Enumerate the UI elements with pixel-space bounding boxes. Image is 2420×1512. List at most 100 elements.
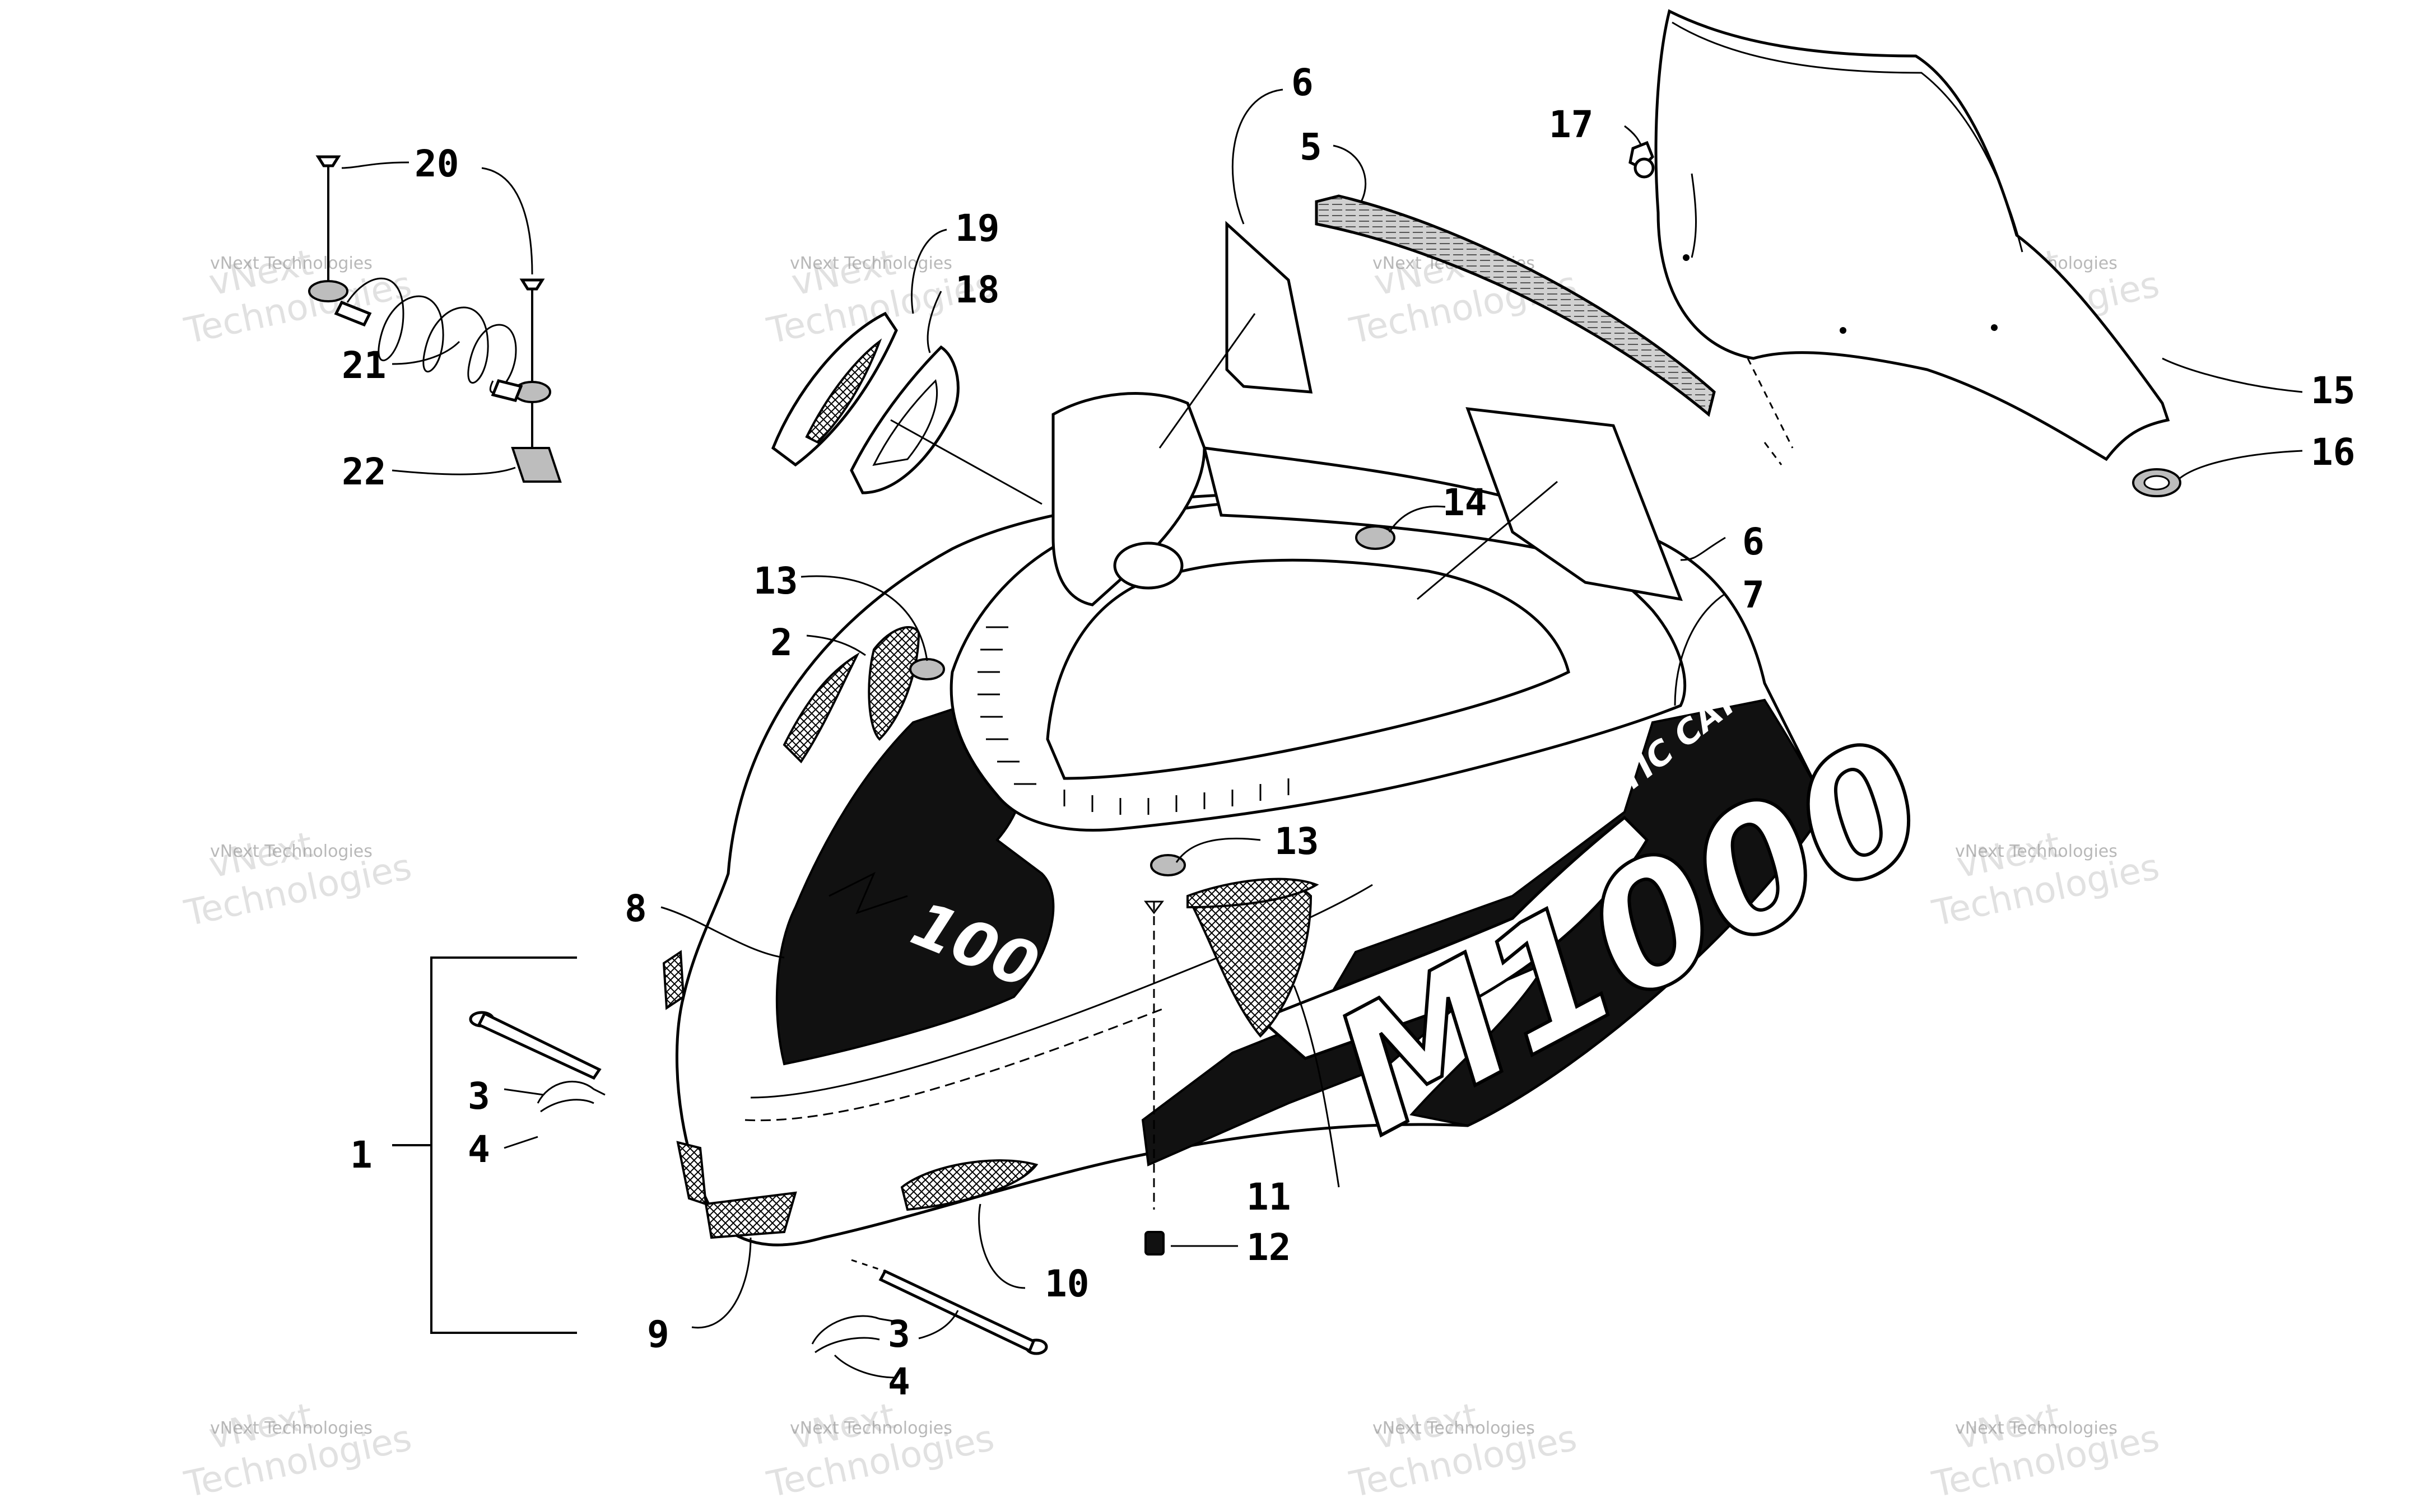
- callout-9: 9: [647, 1313, 669, 1356]
- leader-line: [2162, 357, 2303, 393]
- tether-end-left: [308, 280, 348, 302]
- gauge-hole: [1113, 542, 1184, 590]
- leader-line: [1158, 313, 1256, 449]
- leader-line: [911, 228, 947, 314]
- leader-line: [1333, 144, 1367, 202]
- mesh-vent-10: [900, 1159, 1039, 1211]
- callout-11: 11: [1246, 1175, 1291, 1219]
- leader-line: [2179, 450, 2303, 480]
- side-panel-inner: [1258, 815, 1649, 1060]
- callout-1: 1: [350, 1133, 373, 1177]
- leader-lines: [341, 88, 2303, 1379]
- windshield: [1654, 9, 2170, 461]
- clip-4-lower: [811, 1315, 897, 1354]
- leader-line: [890, 419, 1043, 505]
- leader-line: [1388, 505, 1446, 533]
- leader-line: [691, 1237, 752, 1329]
- leader-line: [660, 906, 785, 959]
- grommet-13-lower: [1150, 854, 1186, 876]
- leader-line: [834, 1354, 897, 1379]
- leader-line: [978, 1203, 1026, 1289]
- windshield-hole: [1991, 324, 1998, 331]
- watermark-caption: vNext Technologies: [210, 1418, 373, 1438]
- bracket-1: [430, 956, 577, 1334]
- watermark-caption: vNext Technologies: [1955, 1418, 2118, 1438]
- tether-lug-right: [491, 379, 523, 402]
- callout-18: 18: [955, 268, 999, 311]
- callout-3-lower: 3: [888, 1313, 910, 1356]
- watermark-caption: vNext Technologies: [1955, 842, 2118, 861]
- watermark: vNext Technologies: [1346, 1396, 1581, 1506]
- pin-hole-dash: [851, 1259, 886, 1272]
- callout-15: 15: [2311, 369, 2355, 412]
- callout-3-upper: 3: [468, 1075, 490, 1118]
- callout-6-lower: 6: [1742, 520, 1765, 563]
- gauge-pod: [1051, 392, 1206, 606]
- callout-22: 22: [342, 450, 386, 493]
- nose-lightning: [829, 871, 908, 914]
- windshield-hole: [1683, 254, 1690, 261]
- windshield-dash: [1763, 442, 1783, 465]
- watermark-caption: vNext Technologies: [790, 1418, 952, 1438]
- nose-decal: [775, 693, 1055, 1066]
- leader-line: [1293, 985, 1340, 1188]
- leader-line: [927, 291, 942, 353]
- leader-line: [1231, 88, 1283, 225]
- leader-line: [1175, 837, 1261, 863]
- clip-4-upper: [537, 1080, 606, 1113]
- callout-6-upper: 6: [1291, 61, 1314, 104]
- watermark: vNext Technologies: [181, 1396, 416, 1506]
- mesh-vent-left: [676, 1141, 708, 1206]
- grommet-14: [1355, 525, 1395, 550]
- washer-16-hole: [2143, 475, 2170, 491]
- leader-line: [1674, 592, 1726, 706]
- callout-16: 16: [2311, 431, 2355, 474]
- watermark-caption: vNext Technologies: [210, 842, 373, 861]
- clip-12: [1144, 1231, 1165, 1256]
- leader-line: [392, 466, 516, 475]
- callout-4-lower: 4: [888, 1360, 910, 1403]
- tether-lug-left: [334, 300, 372, 327]
- watermark-caption: vNext Technologies: [1372, 1418, 1535, 1438]
- leader-line: [504, 1136, 538, 1149]
- callout-10: 10: [1045, 1262, 1089, 1305]
- mesh-vent-2: [868, 626, 920, 741]
- decal-strip-5: [1315, 194, 1716, 417]
- mount-marker: [1144, 900, 1164, 914]
- callout-14: 14: [1442, 481, 1487, 524]
- tether-coil-21: [346, 277, 517, 394]
- leader-line: [504, 1088, 544, 1096]
- windshield-inner: [1672, 21, 2023, 253]
- decal-6-upper: [1225, 221, 1313, 394]
- watermark: vNext Technologies: [181, 824, 416, 935]
- console-window: [1046, 558, 1570, 780]
- callout-19: 19: [955, 207, 999, 250]
- leader-line: [1691, 173, 1697, 258]
- callout-13-upper: 13: [753, 559, 798, 603]
- callout-21: 21: [342, 344, 386, 387]
- leader-line: [392, 340, 460, 365]
- clip-22: [511, 447, 562, 483]
- leader-line: [918, 1310, 959, 1340]
- leader-line: [481, 167, 533, 275]
- leader-line: [806, 634, 866, 656]
- watermark-caption: vNext Technologies: [790, 254, 952, 273]
- leader-line: [1624, 125, 1642, 146]
- callout-20: 20: [415, 142, 459, 185]
- windshield-dash: [1747, 358, 1794, 449]
- callout-5: 5: [1300, 125, 1322, 169]
- callout-13-lower: 13: [1274, 820, 1319, 863]
- watermark: vNext Technologies: [181, 242, 416, 352]
- decal-6-lower: [1465, 407, 1683, 601]
- vent-slots: [978, 626, 1290, 815]
- leader-line: [1417, 480, 1558, 600]
- leader-line: [341, 161, 409, 169]
- mesh-vent-11-top: [1186, 878, 1319, 909]
- watermark: vNext Technologies: [1929, 824, 2163, 935]
- callout-17: 17: [1549, 103, 1593, 146]
- pin-3-upper: [477, 1011, 602, 1080]
- callout-7: 7: [1742, 573, 1765, 617]
- mesh-vent-9: [704, 1191, 797, 1239]
- screw-20-left: [315, 155, 341, 167]
